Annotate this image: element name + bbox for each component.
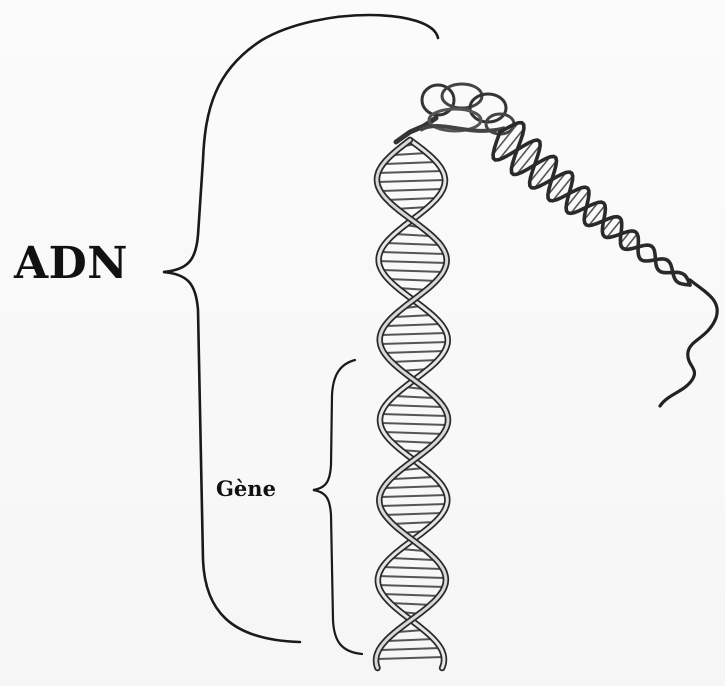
dna-double-helix: [376, 118, 448, 668]
tail-base-pairs: [493, 123, 638, 249]
dna-label: ADN: [14, 238, 128, 289]
gene-brace: [313, 360, 362, 654]
gene-label: Gène: [216, 476, 276, 501]
dna-brace: [163, 15, 438, 642]
dna-single-strand-end: [660, 280, 717, 406]
dna-trailing-strand: [493, 123, 690, 285]
dna-coiled-top: [420, 84, 514, 134]
